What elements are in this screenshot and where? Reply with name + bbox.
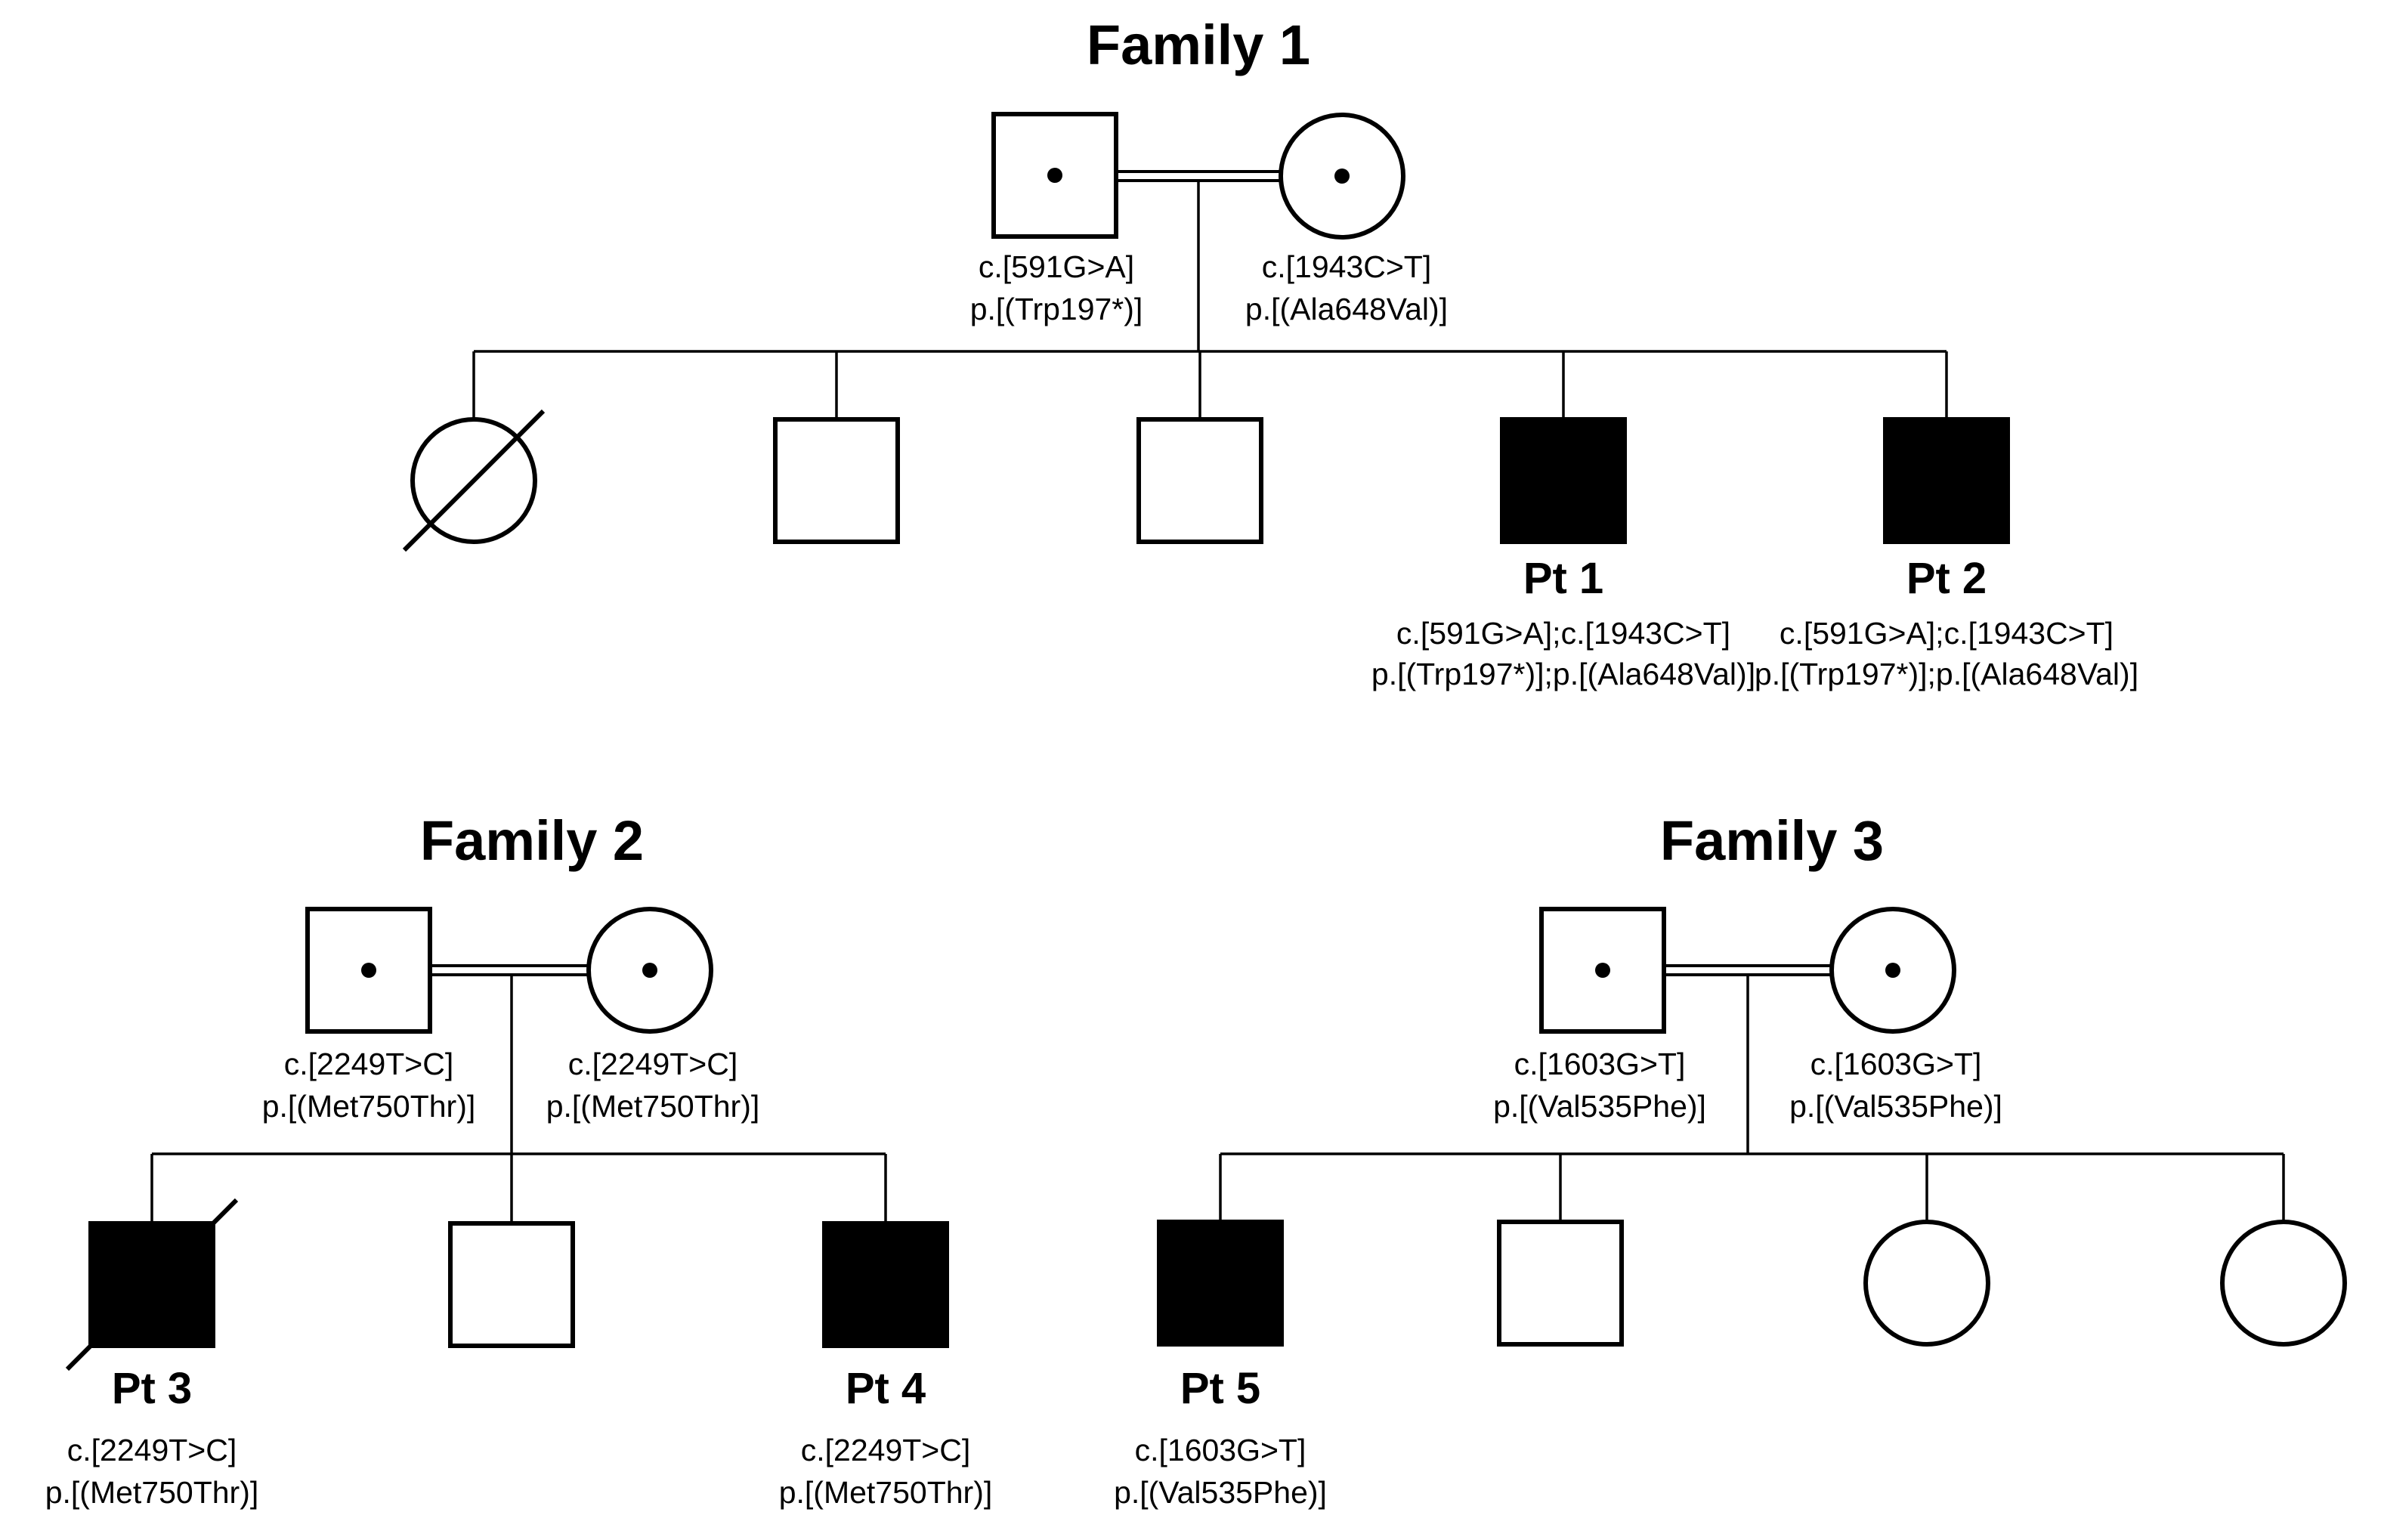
- family-3-title: Family 3: [1660, 809, 1884, 872]
- family-1-child-4-genotype-line-2: p.[(Trp197*)];p.[(Ala648Val)]: [1371, 657, 1755, 691]
- family-3-child-1-shape: [1157, 1220, 1284, 1347]
- family-2-mother-genotype-line-1: c.[2249T>C]: [568, 1047, 737, 1081]
- family-2-father-genotype-line-2: p.[(Met750Thr)]: [262, 1089, 476, 1124]
- family-1-mother-genotype-line-2: p.[(Ala648Val)]: [1245, 292, 1448, 326]
- family-3-father-genotype-line-2: p.[(Val535Phe)]: [1493, 1089, 1706, 1124]
- family-2-father-carrier-dot: [361, 963, 376, 978]
- family-3-mother-genotype-line-1: c.[1603G>T]: [1810, 1047, 1982, 1081]
- family-2-child-1-deceased-slash: [65, 1198, 239, 1371]
- family-2-child-3-patient-label: Pt 4: [846, 1364, 926, 1413]
- family-1-child-4-genotype-line-1: c.[591G>A];c.[1943C>T]: [1396, 616, 1730, 651]
- family-2-child-1-genotype-line-2: p.[(Met750Thr)]: [45, 1475, 259, 1510]
- family-2-father-genotype-line-1: c.[2249T>C]: [284, 1047, 453, 1081]
- family-1-child-5-patient-label: Pt 2: [1906, 554, 1987, 603]
- family-2-child-3-shape: [822, 1221, 949, 1348]
- family-1-mother-genotype-line-1: c.[1943C>T]: [1262, 249, 1431, 284]
- family-2-mother-genotype-line-2: p.[(Met750Thr)]: [546, 1089, 760, 1124]
- family-2-group: Family 2 c.[2249T>C] p.[(Met750Thr)] c.[224…: [45, 809, 993, 1510]
- family-3-child-1-genotype-line-2: p.[(Val535Phe)]: [1114, 1475, 1327, 1510]
- family-3-group: Family 3 c.[1603G>T] p.[(Val535Phe)] c.[160…: [1114, 809, 2347, 1510]
- family-2-child-3-genotype-line-2: p.[(Met750Thr)]: [779, 1475, 993, 1510]
- family-2-child-3-genotype-line-1: c.[2249T>C]: [801, 1433, 970, 1467]
- family-1-child-3-shape: [1136, 417, 1263, 544]
- family-2-mother-carrier-dot: [642, 963, 657, 978]
- family-2-title: Family 2: [420, 809, 644, 872]
- family-1-father-shape: [991, 112, 1118, 239]
- family-3-child-3-shape: [1863, 1220, 1990, 1347]
- family-1-child-1-deceased-slash: [402, 409, 546, 552]
- family-3-child-4-shape: [2220, 1220, 2347, 1347]
- family-1-child-5-genotype-line-2: p.[(Trp197*)];p.[(Ala648Val)]: [1755, 657, 2138, 691]
- family-2-child-1-patient-label: Pt 3: [112, 1364, 192, 1413]
- family-1-father-genotype-line-2: p.[(Trp197*)]: [970, 292, 1143, 326]
- family-2-child-1-genotype-line-1: c.[2249T>C]: [67, 1433, 237, 1467]
- family-3-mother-carrier-dot: [1885, 963, 1900, 978]
- family-3-father-genotype-line-1: c.[1603G>T]: [1514, 1047, 1686, 1081]
- family-1-child-2-shape: [773, 417, 900, 544]
- family-3-father-carrier-dot: [1595, 963, 1610, 978]
- family-1-father-genotype-line-1: c.[591G>A]: [979, 249, 1134, 284]
- family-1-group: Family 1 c.[591G>A] p.[(Trp197*)] c.[1943C>…: [402, 14, 2138, 691]
- family-1-child-5-shape: [1883, 417, 2010, 544]
- family-2-child-2-shape: [448, 1221, 575, 1348]
- family-1-mother-carrier-dot: [1334, 169, 1350, 184]
- family-3-child-2-shape: [1497, 1220, 1624, 1347]
- family-3-child-1-patient-label: Pt 5: [1180, 1364, 1260, 1413]
- family-1-child-4-shape: [1500, 417, 1627, 544]
- family-3-mother-genotype-line-2: p.[(Val535Phe)]: [1789, 1089, 2002, 1124]
- family-3-child-1-genotype-line-1: c.[1603G>T]: [1135, 1433, 1306, 1467]
- family-1-title: Family 1: [1087, 14, 1310, 76]
- family-1-father-carrier-dot: [1047, 168, 1062, 183]
- family-1-child-5-genotype-line-1: c.[591G>A];c.[1943C>T]: [1780, 616, 2114, 651]
- family-1-child-4-patient-label: Pt 1: [1523, 554, 1603, 603]
